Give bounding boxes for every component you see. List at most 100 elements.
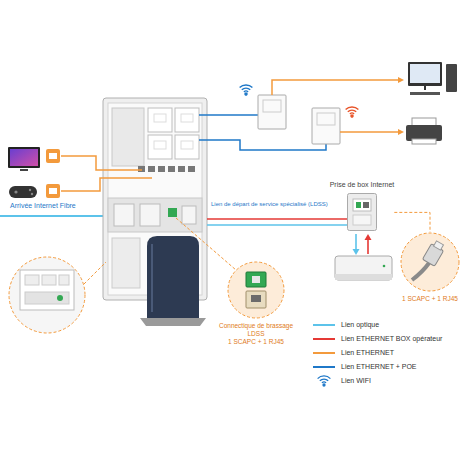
box-link-arrow <box>365 234 372 240</box>
wifi-icon <box>245 93 247 95</box>
legend-swatch <box>313 338 335 341</box>
zoom-circle <box>412 263 429 280</box>
computer-icon <box>424 86 426 90</box>
callout-text: Connectique de brassage LDSS <box>217 322 295 338</box>
wall-socket: Prise de box Internet <box>330 181 395 231</box>
legend-text: Lien optique <box>341 321 379 329</box>
zoom-detail <box>25 292 69 304</box>
tv-icon <box>20 169 28 171</box>
zoom-detail <box>25 275 39 285</box>
wifi-icon <box>242 88 250 90</box>
communication-panel <box>154 141 166 149</box>
socket-heading: Prise de box Internet <box>330 181 395 189</box>
box-link-arrow <box>353 249 360 255</box>
legend-text: Lien WIFI <box>341 377 371 385</box>
computer-icon <box>446 64 457 92</box>
ethernet-line <box>61 156 142 170</box>
computer-icon <box>408 62 442 86</box>
ldss-line <box>207 219 347 225</box>
tv-icon <box>8 147 40 168</box>
ethernet-line <box>398 129 404 135</box>
wifi-icon <box>346 107 359 110</box>
leader-connector <box>394 212 430 232</box>
communication-panel <box>154 114 166 122</box>
legend-swatch <box>313 324 335 327</box>
fibre-line <box>0 215 112 217</box>
socket-plate <box>347 193 377 231</box>
poe-line <box>199 114 258 116</box>
tv-icon <box>10 149 38 166</box>
legend-swatch <box>313 366 335 369</box>
zoom-circle <box>422 239 446 266</box>
communication-panel <box>140 318 206 326</box>
legend-row: Lien ETHERNET <box>313 346 442 360</box>
communication-panel <box>168 208 177 217</box>
ldss-line <box>207 218 347 220</box>
game-controller-icon <box>9 186 37 198</box>
communication-panel <box>148 108 172 132</box>
zoom-circle <box>252 276 260 283</box>
wifi-icon <box>320 379 328 381</box>
rj45-jack-icon <box>49 188 57 194</box>
communication-panel <box>188 166 195 172</box>
poe-line <box>199 140 326 150</box>
operator-box <box>335 256 392 280</box>
legend-row: Lien optique <box>313 318 442 332</box>
legend: Lien optiqueLien ETHERNET BOX opérateurL… <box>313 318 442 388</box>
zoom-detail <box>57 295 63 301</box>
zoom-circle <box>434 241 444 250</box>
ethernet-line <box>340 131 398 133</box>
wifi-access-point <box>312 108 340 144</box>
socket-plate <box>347 193 377 231</box>
computer-icon <box>408 62 457 95</box>
wifi-icon <box>323 384 325 386</box>
communication-panel <box>138 166 145 172</box>
communication-panel <box>147 236 199 318</box>
zoom-detail <box>20 270 74 310</box>
zoom-detail <box>9 257 106 333</box>
zoom-circle <box>227 261 285 319</box>
wifi-access-point <box>263 100 281 112</box>
game-controller-icon <box>31 193 33 195</box>
zoom-detail <box>84 262 106 284</box>
zoom-circle <box>246 291 266 308</box>
wifi-icon <box>350 112 354 114</box>
box-link-arrow <box>367 240 369 254</box>
wifi-icon <box>322 381 326 383</box>
communication-panel <box>158 166 165 172</box>
zoom-circle <box>251 295 261 302</box>
game-controller-icon <box>9 186 37 198</box>
socket-plate <box>353 199 371 211</box>
zoom-detail <box>59 275 69 285</box>
ldss-line <box>207 224 347 226</box>
wifi-icon <box>351 115 353 117</box>
communication-panel <box>151 244 153 312</box>
wifi-icon <box>318 376 331 379</box>
diagram-label: Lien de départ de service spécialisé (LD… <box>211 201 328 208</box>
wifi-icon <box>348 110 356 112</box>
zoom-circle <box>401 233 459 291</box>
game-controller-icon <box>14 190 17 193</box>
communication-panel <box>140 204 160 226</box>
legend-row: Lien WIFI <box>313 374 442 388</box>
socket-plate <box>348 194 377 231</box>
box-link-arrow <box>353 234 372 255</box>
communication-panel <box>178 166 185 172</box>
wifi-icon <box>318 376 331 386</box>
zoom-circle <box>228 262 284 318</box>
communication-panel <box>181 114 193 122</box>
operator-box <box>335 256 392 280</box>
communication-panel <box>112 108 144 166</box>
game-controller-icon <box>29 189 31 191</box>
ethernet-line <box>61 178 152 191</box>
socket-plate <box>353 215 371 225</box>
ethernet-line <box>398 77 404 83</box>
box-link-arrow <box>355 234 357 249</box>
wifi-access-point <box>258 95 286 129</box>
socket-plate <box>356 202 361 208</box>
rj45-jack-icon <box>46 149 60 198</box>
callout-text: 1 SCAPC + 1 RJ45 <box>402 295 458 303</box>
